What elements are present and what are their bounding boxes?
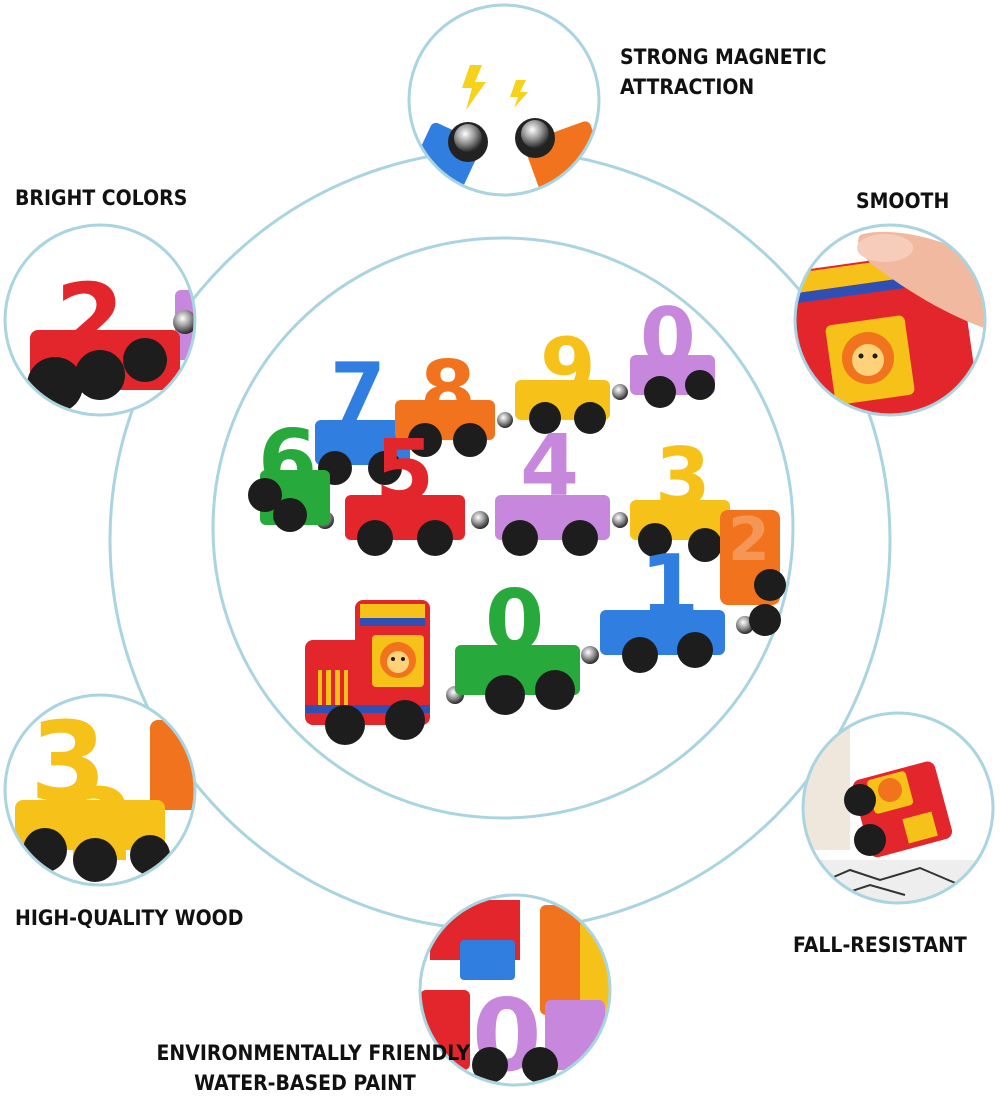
magnetic-label-line1: STRONG MAGNETIC bbox=[620, 45, 827, 69]
digit-2: 2 bbox=[728, 505, 770, 575]
magnetic-attraction-image bbox=[407, 3, 601, 197]
paint-label-line2: WATER-BASED PAINT bbox=[194, 1071, 416, 1095]
car-2-orange: 2 bbox=[720, 505, 786, 636]
car-4-purple: 4 bbox=[495, 417, 610, 556]
car-0-purple: 0 bbox=[630, 291, 715, 408]
digit-1: 1 bbox=[640, 537, 699, 636]
paint-label-line1: ENVIRONMENTALLY FRIENDLY bbox=[156, 1041, 471, 1065]
fall-resistant-image bbox=[801, 711, 995, 905]
digit-0-purple: 0 bbox=[640, 291, 696, 384]
smooth-finish-image bbox=[793, 223, 987, 417]
car-1-blue: 1 bbox=[600, 537, 725, 673]
locomotive-lion bbox=[305, 600, 430, 745]
inner-ring bbox=[211, 236, 795, 820]
car-6-green: 6 bbox=[248, 412, 330, 532]
car-8-orange: 8 bbox=[395, 344, 495, 457]
magnetic-attraction-label: STRONG MAGNETIC ATTRACTION bbox=[620, 42, 827, 102]
high-quality-wood-image: 3 2 bbox=[3, 693, 197, 887]
center-number-train: 7 8 9 0 6 5 4 bbox=[248, 291, 786, 745]
car-5-red: 5 bbox=[345, 422, 465, 556]
digit-8: 8 bbox=[420, 344, 476, 437]
digit-3: 3 bbox=[655, 431, 711, 524]
digit-4: 4 bbox=[520, 417, 579, 516]
water-based-paint-label: ENVIRONMENTALLY FRIENDLY WATER-BASED PAI… bbox=[156, 1038, 471, 1097]
digit-5: 5 bbox=[375, 422, 434, 521]
car-9-yellow: 9 bbox=[515, 321, 610, 434]
digit-7: 7 bbox=[330, 346, 386, 439]
car-0-green: 0 bbox=[455, 572, 580, 715]
bright-colors-image: 2 bbox=[3, 223, 197, 417]
magnetic-label-line2: ATTRACTION bbox=[620, 75, 755, 99]
fall-resistant-label: FALL-RESISTANT bbox=[793, 933, 967, 957]
car-3-yellow: 3 bbox=[630, 431, 730, 562]
digit-0-green: 0 bbox=[485, 572, 544, 671]
smooth-label: SMOOTH bbox=[856, 189, 950, 213]
bright-colors-label: BRIGHT COLORS bbox=[15, 186, 188, 210]
digit-9: 9 bbox=[540, 321, 596, 414]
high-quality-wood-label: HIGH-QUALITY WOOD bbox=[15, 906, 244, 930]
